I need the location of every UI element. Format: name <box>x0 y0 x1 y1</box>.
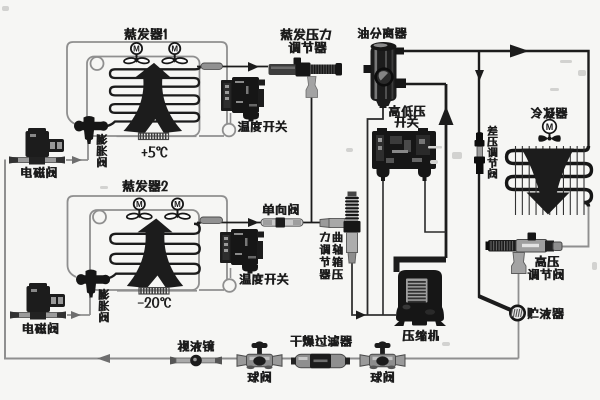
svg-text:M: M <box>174 200 181 209</box>
svg-text:M: M <box>171 44 178 53</box>
svg-text:M: M <box>546 122 554 132</box>
svg-text:M: M <box>133 44 140 53</box>
svg-text:M: M <box>136 200 143 209</box>
